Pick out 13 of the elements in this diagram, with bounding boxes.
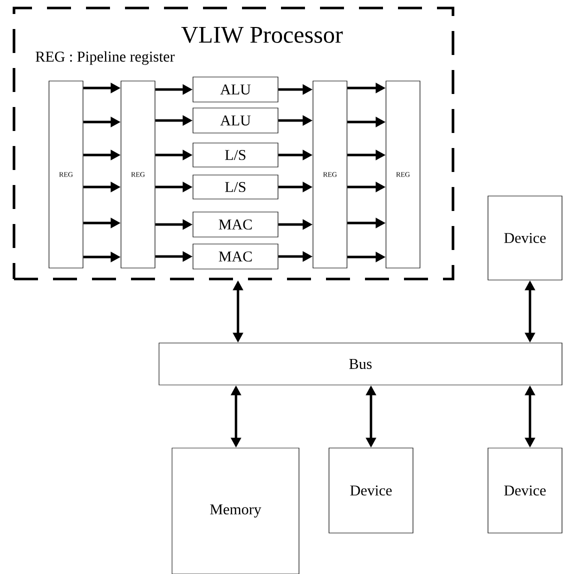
unit-box: L/S <box>192 142 278 168</box>
device-box: Device <box>488 448 562 534</box>
frame-title: VLIW Processor <box>181 26 343 44</box>
unit-box: MAC <box>192 244 278 270</box>
bus-box: Bus <box>158 342 562 386</box>
unit-box: MAC <box>192 212 278 238</box>
legend-note: REG : Pipeline register <box>36 51 175 65</box>
unit-box: ALU <box>192 76 278 102</box>
memory-box: Memory <box>172 448 300 574</box>
unit-box: ALU <box>192 108 278 134</box>
device-box: Device <box>488 196 562 280</box>
unit-box: L/S <box>192 174 278 200</box>
device-box: Device <box>328 448 414 534</box>
